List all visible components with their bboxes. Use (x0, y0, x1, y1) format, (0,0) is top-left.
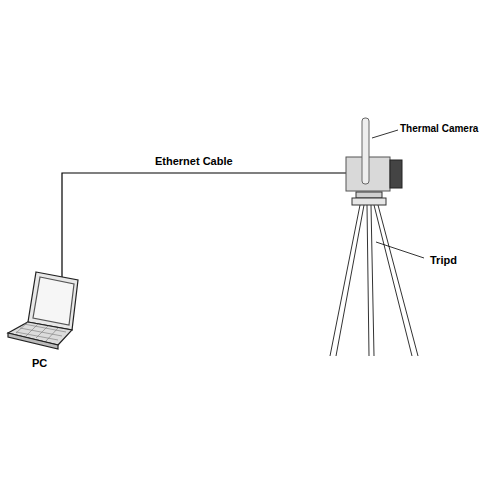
leader-line (376, 242, 424, 258)
part-label: PC (32, 357, 47, 369)
ethernet-cable (62, 173, 346, 282)
part-label: Thermal Camera (400, 123, 478, 134)
cable-label: Ethernet Cable (155, 155, 233, 167)
tripod-icon (330, 192, 418, 356)
leader-line (372, 130, 398, 138)
part-label: Tripd (430, 254, 457, 266)
laptop-icon (8, 272, 78, 349)
thermal-camera-icon (346, 118, 402, 191)
